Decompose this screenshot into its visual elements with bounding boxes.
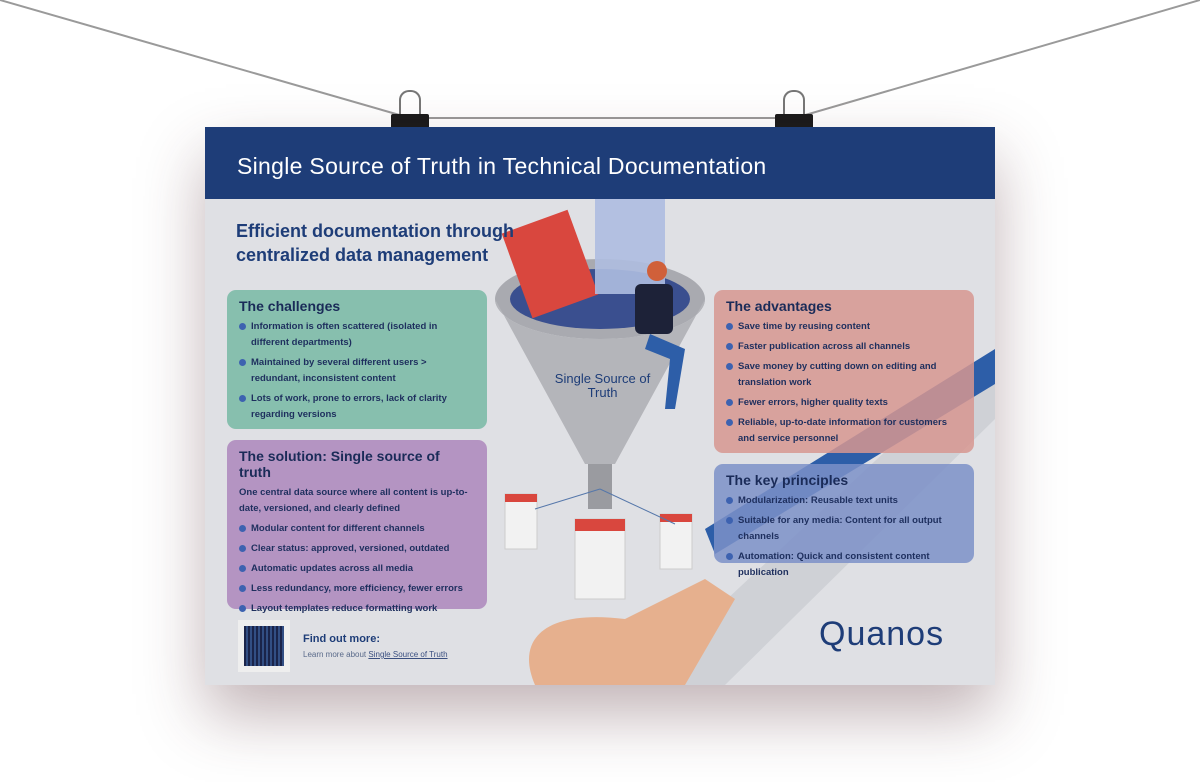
poster-title: Single Source of Truth in Technical Docu…: [237, 153, 767, 179]
check-icon: [726, 399, 733, 406]
item-text: Lots of work, prone to errors, lack of c…: [251, 393, 447, 420]
check-icon: [726, 363, 733, 370]
item-text: Modular content for different channels: [251, 523, 425, 534]
check-icon: [726, 553, 733, 560]
find-out-more-heading: Find out more:: [303, 633, 380, 645]
check-icon: [726, 497, 733, 504]
list-item: Faster publication across all channels: [726, 339, 962, 355]
person-icon: [635, 261, 685, 409]
item-text: Modularization: Reusable text units: [738, 495, 898, 506]
list-item: Fewer errors, higher quality texts: [726, 395, 962, 411]
item-text: Reliable, up-to-date information for cus…: [738, 417, 948, 444]
item-text: Save money by cutting down on editing an…: [738, 361, 937, 388]
poster-header: Single Source of Truth in Technical Docu…: [205, 127, 995, 199]
funnel-label: Single Source of Truth: [554, 371, 651, 400]
qr-code-icon: [244, 626, 284, 666]
principles-heading: The key principles: [726, 472, 849, 488]
list-item: Clear status: approved, versioned, outda…: [239, 541, 475, 557]
list-item: Automation: Quick and consistent content…: [726, 549, 962, 581]
check-icon: [726, 419, 733, 426]
check-icon: [239, 565, 246, 572]
item-text: Less redundancy, more efficiency, fewer …: [251, 583, 463, 594]
solution-heading: The solution: Single source of truth: [239, 448, 440, 480]
qr-code[interactable]: [238, 620, 290, 672]
list-item: Save time by reusing content: [726, 319, 962, 335]
learn-prefix: Learn more about: [303, 650, 367, 659]
check-icon: [726, 323, 733, 330]
item-text: Maintained by several different users > …: [251, 357, 427, 384]
list-item: Suitable for any media: Content for all …: [726, 513, 962, 545]
poster-subtitle: Efficient documentation through centrali…: [236, 221, 514, 265]
advantages-box: The advantages Save time by reusing cont…: [714, 290, 974, 453]
check-icon: [726, 517, 733, 524]
item-text: Save time by reusing content: [738, 321, 870, 332]
challenges-heading: The challenges: [239, 298, 341, 314]
check-icon: [239, 359, 246, 366]
item-text: Fewer errors, higher quality texts: [738, 397, 888, 408]
advantages-heading: The advantages: [726, 298, 832, 314]
list-item: Save money by cutting down on editing an…: [726, 359, 962, 391]
principles-box: The key principles Modularization: Reusa…: [714, 464, 974, 578]
check-icon: [239, 585, 246, 592]
item-text: Clear status: approved, versioned, outda…: [251, 543, 450, 554]
check-icon: [239, 395, 246, 402]
challenges-box: The challenges Information is often scat…: [227, 290, 487, 429]
item-text: Layout templates reduce formatting work: [251, 603, 438, 614]
hanging-wire: [0, 0, 1200, 119]
learn-more-link[interactable]: Single Source of Truth: [368, 650, 448, 659]
list-item: Automatic updates across all media: [239, 561, 475, 577]
check-icon: [239, 545, 246, 552]
documents-icon: [501, 199, 693, 600]
check-icon: [239, 525, 246, 532]
item-text: Information is often scattered (isolated…: [251, 321, 438, 348]
check-icon: [239, 605, 246, 612]
item-text: Automation: Quick and consistent content…: [738, 551, 930, 578]
list-item: Modular content for different channels: [239, 521, 475, 537]
list-item: Reliable, up-to-date information for cus…: [726, 415, 962, 447]
list-item: Information is often scattered (isolated…: [239, 319, 475, 351]
list-item: Layout templates reduce formatting work: [239, 601, 475, 617]
list-item: Maintained by several different users > …: [239, 355, 475, 387]
list-item: Modularization: Reusable text units: [726, 493, 962, 509]
check-icon: [239, 323, 246, 330]
item-text: Suitable for any media: Content for all …: [738, 515, 942, 542]
list-item: Less redundancy, more efficiency, fewer …: [239, 581, 475, 597]
learn-more-text: Learn more about Single Source of Truth: [303, 650, 448, 659]
hand-icon: [529, 579, 735, 685]
solution-intro: One central data source where all conten…: [239, 487, 468, 514]
check-icon: [726, 343, 733, 350]
quanos-logo: Quanos: [819, 615, 945, 653]
item-text: Faster publication across all channels: [738, 341, 911, 352]
solution-box: The solution: Single source of truth One…: [227, 440, 487, 614]
poster: Single Source of Truth in Technical Docu…: [205, 127, 995, 685]
item-text: Automatic updates across all media: [251, 563, 414, 574]
list-item: Lots of work, prone to errors, lack of c…: [239, 391, 475, 423]
